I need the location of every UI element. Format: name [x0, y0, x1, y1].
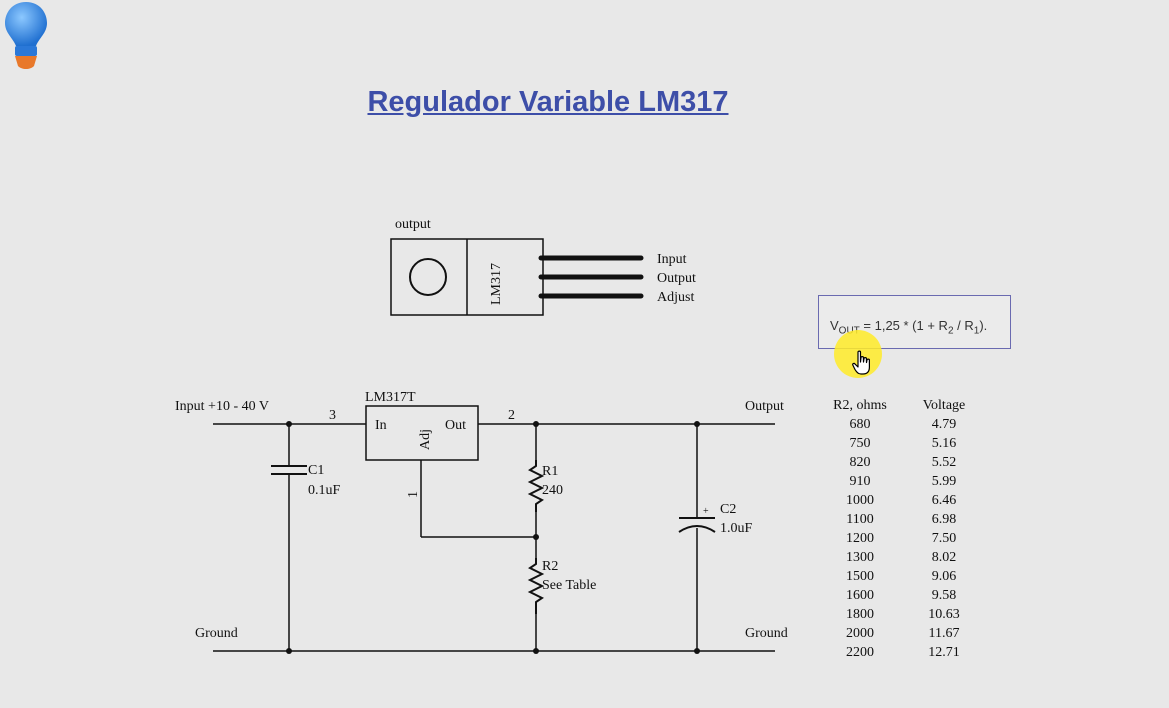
formula-r2-sub: 2: [947, 325, 954, 337]
table-cell-r2: 1200: [846, 531, 874, 546]
table-cell-r2: 1300: [846, 550, 874, 565]
table-row: 680 4.79: [820, 415, 988, 434]
table-cell-r2: 820: [849, 455, 871, 470]
formula-r1-sub: 1: [973, 325, 980, 337]
table-header-voltage: Voltage: [922, 398, 966, 413]
r1-value: 240: [542, 483, 563, 498]
input-label: Input +10 - 40 V: [175, 399, 269, 414]
table-row: 1300 8.02: [820, 548, 988, 567]
schematic-wires: [213, 423, 775, 652]
table-cell-r2: 910: [849, 474, 871, 489]
formula-mid: = 1,25 * (1 + R: [859, 318, 948, 333]
table-row: 1200 7.50: [820, 529, 988, 548]
output-label: Output: [745, 399, 784, 414]
ic-box: [365, 405, 479, 461]
table-row: 1600 9.58: [820, 586, 988, 605]
c2-name: C2: [720, 502, 736, 517]
table-row: 1100 6.98: [820, 510, 988, 529]
table-row: 1500 9.06: [820, 567, 988, 586]
r2-resistor: [527, 558, 545, 614]
table-cell-voltage: 9.58: [931, 588, 957, 603]
table-row: 820 5.52: [820, 453, 988, 472]
package-top-label: output: [395, 217, 431, 232]
table-cell-voltage: 8.02: [931, 550, 957, 565]
c1-name: C1: [308, 463, 324, 478]
pin-number-3: 3: [329, 408, 336, 423]
r2-value: See Table: [542, 578, 596, 593]
table-row: 910 5.99: [820, 472, 988, 491]
c1-value: 0.1uF: [308, 483, 341, 498]
ground-label-left: Ground: [195, 626, 238, 641]
table-cell-voltage: 12.71: [928, 645, 960, 660]
pin-label-adjust: Adjust: [657, 290, 694, 305]
table-cell-r2: 2200: [846, 645, 874, 660]
formula-slash: / R: [953, 318, 974, 333]
table-row: 2200 12.71: [820, 643, 988, 662]
table-cell-voltage: 6.98: [931, 512, 957, 527]
ic-pin-adj: Adj: [418, 429, 433, 450]
table-cell-r2: 680: [849, 417, 871, 432]
lightbulb-icon[interactable]: [0, 0, 56, 72]
table-cell-r2: 2000: [846, 626, 874, 641]
table-header-r2: R2, ohms: [833, 398, 887, 413]
table-cell-voltage: 7.50: [931, 531, 957, 546]
table-row: 750 5.16: [820, 434, 988, 453]
pin-number-2: 2: [508, 408, 515, 423]
table-body: 680 4.79 750 5.16 820 5.52 910 5.99 1000 6.46 1100…: [820, 415, 988, 662]
table-cell-voltage: 11.67: [928, 626, 960, 641]
r2-voltage-table: R2, ohms Voltage 680 4.79 750 5.16 820 5.52 91…: [820, 396, 988, 662]
table-cell-r2: 1500: [846, 569, 874, 584]
table-cell-voltage: 4.79: [931, 417, 957, 432]
ic-pin-out: Out: [445, 418, 466, 433]
mounting-hole: [409, 258, 447, 296]
table-row: 2000 11.67: [820, 624, 988, 643]
r2-name: R2: [542, 559, 558, 574]
pin-label-output: Output: [657, 271, 696, 286]
table-cell-r2: 1600: [846, 588, 874, 603]
formula-v: V: [830, 318, 839, 333]
table-cell-voltage: 9.06: [931, 569, 957, 584]
c2-plate-curved: [678, 525, 716, 533]
c2-plus: +: [703, 506, 709, 517]
ic-name: LM317T: [365, 390, 416, 405]
table-cell-voltage: 6.46: [931, 493, 957, 508]
junction-dots: [286, 421, 700, 654]
ground-label-right: Ground: [745, 626, 788, 641]
r1-resistor: [527, 460, 545, 512]
pin-label-input: Input: [657, 252, 687, 267]
table-row: 1800 10.63: [820, 605, 988, 624]
table-cell-r2: 1100: [846, 512, 874, 527]
table-cell-r2: 750: [849, 436, 871, 451]
formula-end: ).: [979, 318, 988, 333]
table-row: 1000 6.46: [820, 491, 988, 510]
page-title: Regulador Variable LM317: [367, 86, 729, 118]
table-cell-voltage: 5.52: [931, 455, 957, 470]
c2-value: 1.0uF: [720, 521, 753, 536]
pin-number-1: 1: [406, 491, 421, 498]
table-cell-voltage: 10.63: [928, 607, 960, 622]
table-cell-r2: 1000: [846, 493, 874, 508]
hand-cursor-icon: [852, 350, 870, 375]
table-cell-r2: 1800: [846, 607, 874, 622]
table-cell-voltage: 5.99: [931, 474, 957, 489]
ic-pin-in: In: [375, 418, 387, 433]
table-cell-voltage: 5.16: [931, 436, 957, 451]
package-body-label: LM317: [489, 263, 504, 305]
table-header: R2, ohms Voltage: [820, 396, 988, 415]
r1-name: R1: [542, 464, 558, 479]
